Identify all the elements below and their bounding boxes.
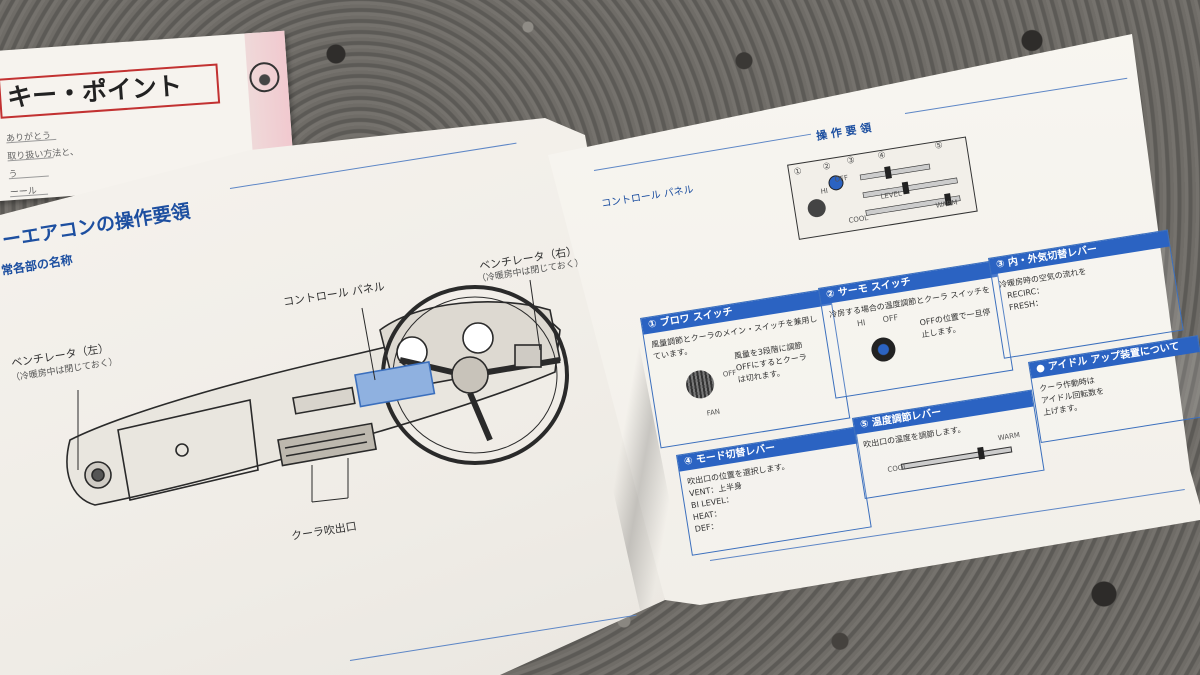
blower-mark-fan: FAN xyxy=(706,407,721,418)
panel-num-5: ⑤ xyxy=(934,140,944,152)
temp-slider-track xyxy=(900,446,1013,470)
panel-num-2: ② xyxy=(822,161,832,173)
panel-num-3: ③ xyxy=(846,155,856,167)
panel-mark-hi: HI xyxy=(820,186,829,196)
panel-num-4: ④ xyxy=(877,150,887,162)
panel-num-1: ① xyxy=(793,166,803,178)
temp-slider-handle xyxy=(977,446,986,460)
temp-mark-warm: WARM xyxy=(997,430,1021,443)
temp-mark-cool: COOL xyxy=(886,463,908,475)
thermo-mark-hi: HI xyxy=(856,318,867,329)
